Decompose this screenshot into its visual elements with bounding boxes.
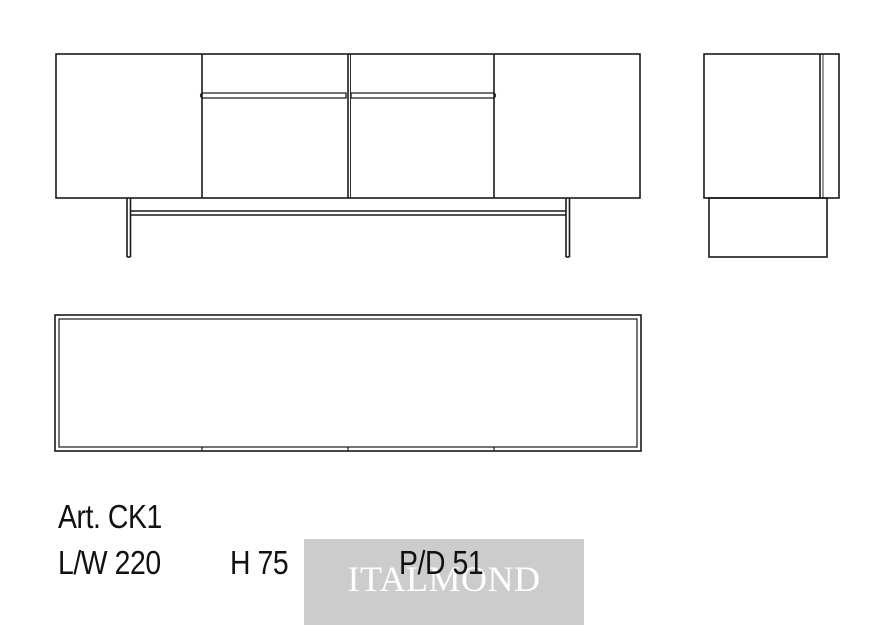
dimension-depth: P/D 51 [399, 544, 484, 581]
side-base [708, 197, 828, 258]
top-outline-inner [58, 318, 638, 448]
article-code: Art. CK1 [58, 498, 162, 535]
top-outline-outer [54, 314, 642, 452]
watermark-box: ITALMOND [304, 539, 584, 625]
side-cabinet-outline [703, 53, 840, 199]
front-view [55, 53, 641, 258]
handle-left [199, 92, 347, 99]
dimension-width: L/W 220 [58, 544, 161, 581]
watermark-text: ITALMOND [347, 559, 541, 599]
top-view [54, 314, 642, 452]
handle-right [350, 92, 497, 99]
side-view [703, 53, 840, 258]
dimension-height: H 75 [230, 544, 289, 581]
